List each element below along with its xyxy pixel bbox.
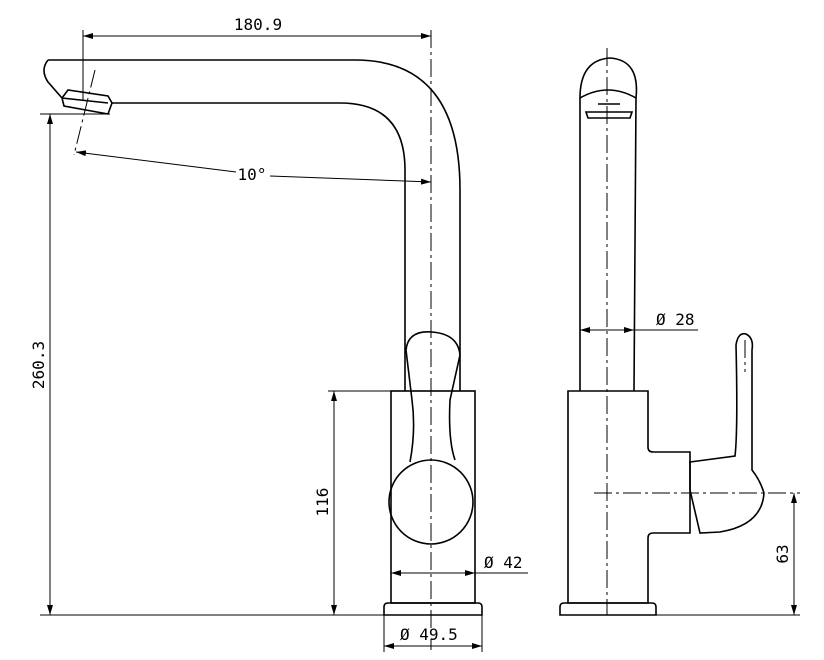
side-base-plate (383, 602, 483, 616)
side-spout-tip (43, 59, 113, 115)
front-spout-head (579, 89, 637, 119)
side-body (390, 390, 476, 604)
dim-line-angle (269, 175, 432, 185)
dim-tube-diameter-label: Ø 28 (656, 310, 695, 329)
dim-lever-height-label: 63 (773, 544, 792, 563)
side-lever-handle (405, 331, 461, 463)
front-base-plate (559, 602, 657, 616)
spout-axis (73, 69, 96, 156)
front-view: Ø 28 63 (559, 48, 800, 616)
dim-line-angle (75, 150, 237, 173)
dim-base-diameter-label: Ø 49.5 (400, 625, 458, 644)
dim-body-height-label: 116 (313, 488, 332, 517)
front-body (567, 390, 691, 604)
dim-angle-label: 10° (238, 165, 267, 184)
front-spout-tube (579, 57, 638, 392)
side-spout-tube (48, 59, 461, 391)
dim-total-height-label: 260.3 (29, 341, 48, 389)
side-view: 180.9 10° 260.3 116 Ø 42 Ø 49.5 (29, 15, 528, 652)
front-lever (689, 332, 765, 534)
dim-reach-label: 180.9 (234, 15, 282, 34)
dim-body-diameter-label: Ø 42 (484, 553, 523, 572)
